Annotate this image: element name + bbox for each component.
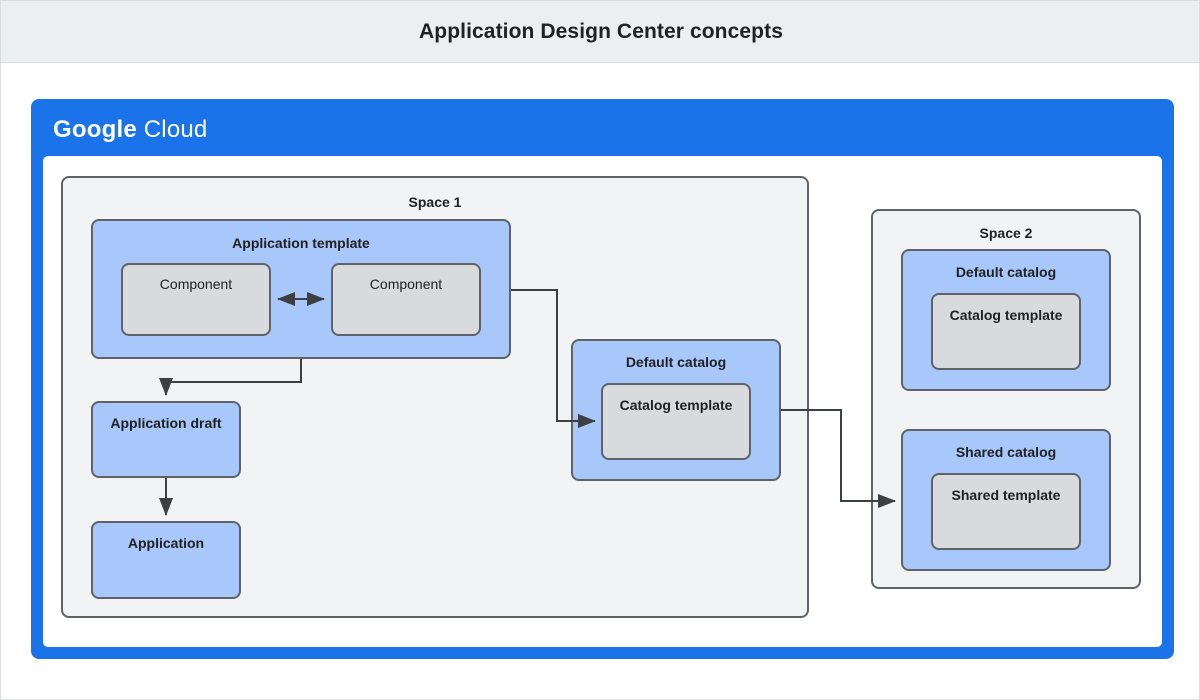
page-title: Application Design Center concepts — [419, 19, 783, 43]
component-box-2[interactable]: Component — [331, 263, 481, 336]
application-label: Application — [127, 535, 205, 551]
catalog-template-box-space2[interactable]: Catalog template — [931, 293, 1081, 370]
catalog-template-box-space1[interactable]: Catalog template — [601, 383, 751, 460]
application-template-label: Application template — [232, 235, 370, 251]
application-node[interactable]: Application — [91, 521, 241, 599]
space-1-label: Space 1 — [408, 194, 462, 210]
component-box-1[interactable]: Component — [121, 263, 271, 336]
shared-template-label: Shared template — [951, 487, 1061, 503]
application-draft-label: Application draft — [110, 415, 222, 431]
component-2-label: Component — [369, 276, 443, 292]
catalog-template-space1-label: Catalog template — [619, 397, 733, 413]
shared-catalog-label: Shared catalog — [955, 444, 1057, 460]
logo-google-text: Google — [53, 116, 137, 143]
component-1-label: Component — [159, 276, 233, 292]
shared-template-box[interactable]: Shared template — [931, 473, 1081, 550]
google-cloud-logo: Google Cloud — [53, 116, 207, 144]
logo-cloud-text: Cloud — [143, 116, 208, 143]
default-catalog-space2-label: Default catalog — [955, 264, 1057, 280]
catalog-template-space2-label: Catalog template — [949, 307, 1063, 323]
title-bar: Application Design Center concepts — [1, 1, 1199, 63]
default-catalog-space1-label: Default catalog — [625, 354, 727, 370]
space-2-label: Space 2 — [979, 225, 1033, 241]
application-draft-node[interactable]: Application draft — [91, 401, 241, 478]
